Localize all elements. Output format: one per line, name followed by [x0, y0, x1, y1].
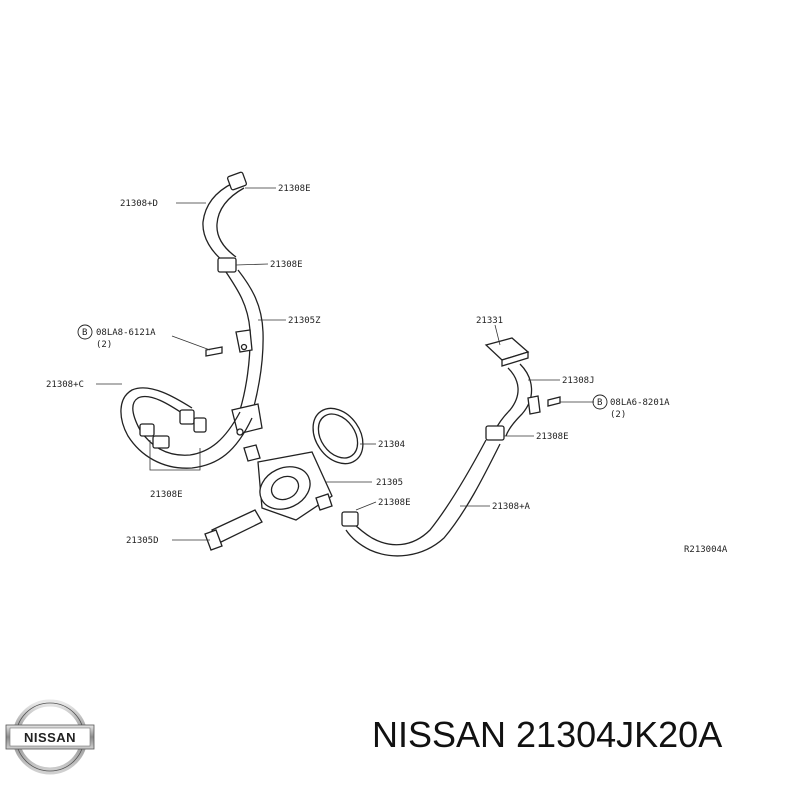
nissan-logo: NISSAN — [5, 699, 95, 775]
oil-cooler-21305 — [243, 444, 333, 521]
label-21308E-right: 21308E — [536, 432, 569, 442]
bolt-callout-right: B 08LA6-8201A (2) — [592, 394, 670, 420]
callout-labels: 21308+D 21308E 21308E 21305Z B 08LA8-612… — [46, 184, 728, 555]
label-21305D: 21305D — [126, 536, 159, 546]
label-21304: 21304 — [378, 440, 405, 450]
label-bolt-left-qty: (2) — [96, 340, 112, 350]
label-21308E-top: 21308E — [278, 184, 311, 194]
upper-hose-assembly — [120, 171, 264, 469]
label-21305: 21305 — [376, 478, 403, 488]
logo-text: NISSAN — [24, 730, 76, 745]
label-21308D: 21308+D — [120, 199, 158, 209]
label-21308C: 21308+C — [46, 380, 84, 390]
label-21305Z: 21305Z — [288, 316, 321, 326]
label-21308E-upper: 21308E — [270, 260, 303, 270]
label-bolt-right-qty: (2) — [610, 410, 626, 420]
label-21308J: 21308J — [562, 376, 595, 386]
label-21308A: 21308+A — [492, 502, 531, 512]
hose-connector-21305D — [204, 509, 263, 551]
o-ring-21304 — [312, 407, 364, 465]
label-21331: 21331 — [476, 316, 503, 326]
label-21308E-center: 21308E — [378, 498, 411, 508]
label-bolt-left-code: 08LA8-6121A — [96, 328, 156, 338]
label-bolt-right-code: 08LA6-8201A — [610, 398, 670, 408]
label-21308E-leftbottom: 21308E — [150, 490, 183, 500]
right-hose-assembly — [341, 337, 561, 557]
bolt-mark-left: B — [82, 328, 87, 338]
bolt-callout-left: B 08LA8-6121A (2) — [77, 324, 156, 350]
reference-code: R213004A — [684, 545, 728, 555]
part-caption: NISSAN 21304JK20A — [372, 714, 723, 755]
leader-lines — [96, 187, 594, 541]
bolt-mark-right: B — [597, 398, 602, 408]
